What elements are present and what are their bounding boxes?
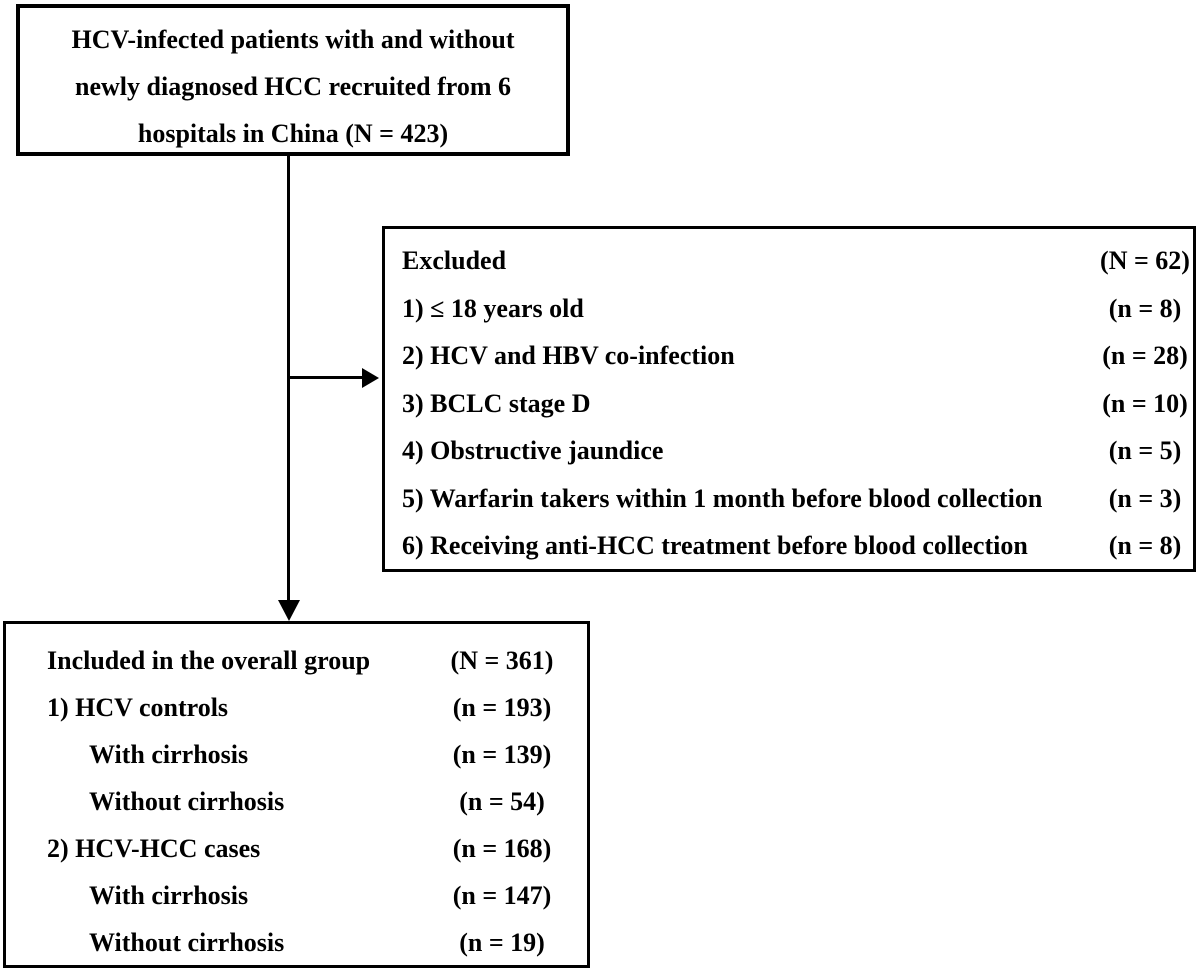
excluded-row-label: 5) Warfarin takers within 1 month before… — [402, 483, 1043, 513]
included-row-label: Without cirrhosis — [89, 787, 285, 816]
excluded-row-label: Excluded — [402, 246, 507, 275]
included-row-count: (n = 147) — [452, 881, 552, 910]
recruitment-line-1: HCV-infected patients with and without — [71, 25, 515, 54]
excluded-row-label: 1) ≤ 18 years old — [402, 293, 584, 323]
included-row-count: (n = 168) — [452, 834, 552, 863]
excluded-row-4: 4) Obstructive jaundice (n = 5) — [402, 427, 1193, 475]
recruitment-box: HCV-infected patients with and without n… — [16, 4, 570, 156]
excluded-row-count: (N = 62) — [1100, 246, 1190, 275]
horizontal-connector-line — [290, 376, 362, 379]
included-row-count: (n = 19) — [459, 928, 545, 957]
included-row-controls-with-cirrhosis: With cirrhosis (n = 139) — [6, 731, 587, 778]
excluded-row-count: (n = 8) — [1108, 531, 1182, 560]
excluded-row-3: 3) BCLC stage D (n = 10) — [402, 380, 1193, 428]
excluded-box: Excluded (N = 62) 1) ≤ 18 years old (n =… — [382, 226, 1196, 572]
included-row-count: (n = 193) — [452, 693, 552, 722]
excluded-row-count: (n = 8) — [1108, 293, 1182, 323]
included-box: Included in the overall group (N = 361) … — [3, 621, 590, 968]
included-row-hcv-controls: 1) HCV controls (n = 193) — [6, 684, 587, 731]
included-row-label: Included in the overall group — [47, 646, 371, 675]
included-row-controls-without-cirrhosis: Without cirrhosis (n = 54) — [6, 778, 587, 825]
excluded-row-label: 4) Obstructive jaundice — [402, 436, 664, 465]
included-row-hcc-cases: 2) HCV-HCC cases (n = 168) — [6, 825, 587, 872]
recruitment-line-3: hospitals in China (N = 423) — [137, 119, 449, 148]
excluded-row-5: 5) Warfarin takers within 1 month before… — [402, 475, 1193, 523]
included-row-cases-without-cirrhosis: Without cirrhosis (n = 19) — [6, 919, 587, 966]
excluded-row-2: 2) HCV and HBV co-infection (n = 28) — [402, 332, 1193, 380]
excluded-row-label: 2) HCV and HBV co-infection — [402, 341, 735, 370]
included-row-label: 1) HCV controls — [47, 693, 229, 722]
included-row-cases-with-cirrhosis: With cirrhosis (n = 147) — [6, 872, 587, 919]
excluded-row-header: Excluded (N = 62) — [402, 237, 1193, 285]
excluded-row-count: (n = 10) — [1102, 388, 1188, 418]
included-row-header: Included in the overall group (N = 361) — [6, 637, 587, 684]
excluded-row-label: 6) Receiving anti-HCC treatment before b… — [402, 531, 1028, 560]
recruitment-line-2: newly diagnosed HCC recruited from 6 — [75, 72, 511, 101]
included-row-label: With cirrhosis — [89, 740, 249, 769]
excluded-row-label: 3) BCLC stage D — [402, 388, 591, 418]
excluded-row-count: (n = 28) — [1102, 341, 1188, 370]
arrow-right-icon — [362, 368, 379, 388]
excluded-row-count: (n = 3) — [1108, 483, 1182, 513]
vertical-connector-line — [287, 156, 290, 600]
excluded-row-6: 6) Receiving anti-HCC treatment before b… — [402, 522, 1193, 570]
included-row-count: (N = 361) — [450, 646, 554, 675]
included-row-count: (n = 54) — [459, 787, 545, 816]
excluded-row-1: 1) ≤ 18 years old (n = 8) — [402, 285, 1193, 333]
included-row-count: (n = 139) — [452, 740, 552, 769]
excluded-row-count: (n = 5) — [1108, 436, 1182, 465]
included-row-label: 2) HCV-HCC cases — [47, 834, 261, 863]
included-row-label: Without cirrhosis — [89, 928, 285, 957]
included-row-label: With cirrhosis — [89, 881, 249, 910]
arrow-down-icon — [278, 600, 300, 621]
